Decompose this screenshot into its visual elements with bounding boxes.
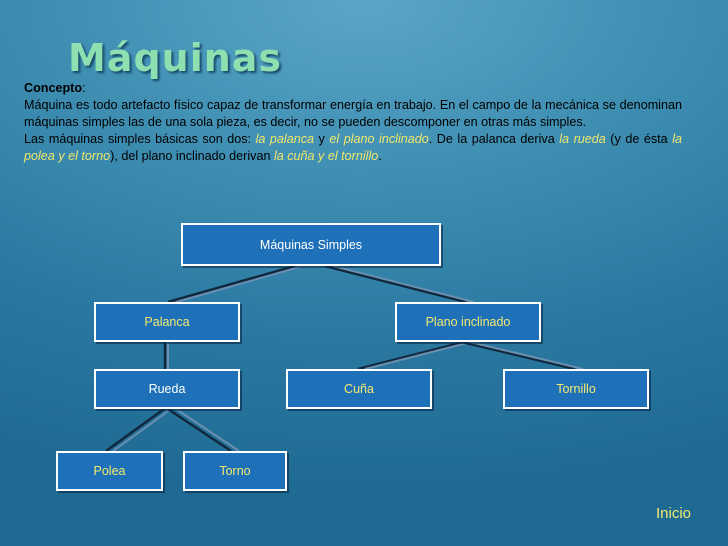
connector-palanca-rueda [163, 342, 169, 369]
link-plano-inclinado[interactable]: el plano inclinado [329, 132, 429, 146]
concept-heading: Concepto: [24, 80, 682, 97]
derivation-text-g: (y de ésta [605, 132, 673, 146]
link-palanca[interactable]: la palanca [255, 132, 315, 146]
derivation-text-c: y [314, 132, 330, 146]
inicio-link[interactable]: Inicio [656, 505, 692, 522]
node-plano-inclinado[interactable]: Plano inclinado [395, 302, 541, 342]
node-maquinas-simples: Máquinas Simples [181, 223, 441, 266]
intro-text: Concepto: Máquina es todo artefacto físi… [24, 80, 682, 165]
connector-root-palanca [167, 264, 304, 304]
connector-plano-tornillo [461, 340, 584, 371]
node-tornillo[interactable]: Tornillo [503, 369, 649, 409]
concept-derivation: Las máquinas simples básicas son dos: la… [24, 131, 682, 165]
derivation-text-k: . [378, 149, 382, 163]
node-rueda[interactable]: Rueda [94, 369, 240, 409]
concept-colon: : [82, 81, 86, 95]
derivation-text-i: ), del plano inclinado derivan [110, 149, 274, 163]
link-rueda[interactable]: la rueda [559, 132, 606, 146]
connector-rueda-polea [105, 407, 172, 453]
page-title: Máquinas [68, 36, 283, 80]
node-polea[interactable]: Polea [56, 451, 163, 491]
node-torno[interactable]: Torno [183, 451, 287, 491]
concept-label: Concepto [24, 81, 83, 95]
derivation-text-a: Las máquinas simples básicas son dos: [24, 132, 256, 146]
node-cuna[interactable]: Cuña [286, 369, 432, 409]
connector-root-plano [324, 264, 475, 304]
link-cuna-tornillo[interactable]: la cuña y el tornillo [273, 149, 379, 163]
derivation-text-e: . De la palanca deriva [428, 132, 560, 146]
connector-plano-cuna [357, 340, 472, 371]
link-polea-torno[interactable]: la polea y el torno [24, 132, 683, 163]
concept-definition: Máquina es todo artefacto físico capaz d… [24, 98, 682, 129]
connector-rueda-torno [167, 407, 240, 453]
node-palanca[interactable]: Palanca [94, 302, 240, 342]
